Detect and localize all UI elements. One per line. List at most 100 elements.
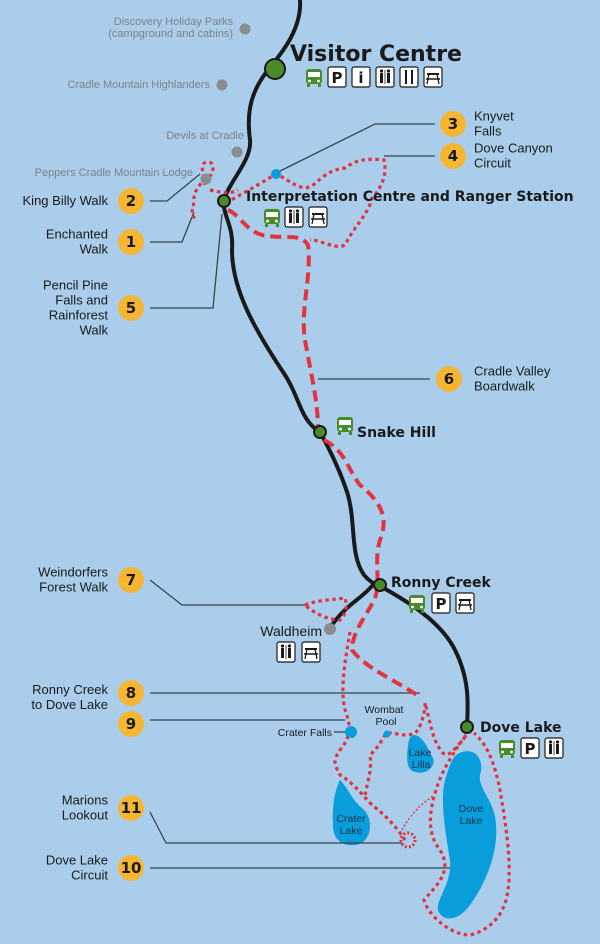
track-dove-lake-circuit	[422, 731, 511, 937]
ronny-creek-stop[interactable]	[373, 578, 387, 592]
road	[221, 0, 470, 729]
visitor-centre-label: Visitor Centre	[290, 42, 462, 67]
walk-label: Enchanted	[46, 227, 108, 242]
dove-lake-facilities: P	[499, 737, 563, 759]
wombat-pool-marker[interactable]	[383, 730, 391, 738]
walk-number-badge[interactable]	[440, 143, 466, 169]
waldheim-road	[328, 584, 374, 630]
lake-lilla-label-2: Lilla	[412, 759, 431, 771]
walk-number-badge[interactable]	[436, 366, 462, 392]
walk-label: Knyvet	[474, 109, 514, 124]
svg-text:P: P	[332, 69, 343, 87]
leader-lines	[149, 123, 450, 869]
svg-text:P: P	[525, 740, 536, 758]
dove-lake-water	[437, 751, 497, 919]
lake-lilla-label-1: Lake	[409, 747, 432, 759]
walk-number-badge[interactable]	[118, 188, 144, 214]
picnic-icon	[424, 67, 442, 87]
walk-label: Ronny Creek	[32, 682, 108, 697]
walk-label: Walk	[80, 323, 109, 338]
walk-number: 7	[126, 571, 136, 589]
walk-number: 4	[448, 147, 458, 165]
walk-label: King Billy Walk	[23, 193, 109, 208]
walk-number-badge[interactable]	[118, 711, 144, 737]
walk-number: 9	[126, 715, 136, 733]
ronny-creek-facilities: P	[409, 593, 474, 613]
walk-number-badge[interactable]	[118, 229, 144, 255]
waldheim-marker[interactable]	[324, 623, 336, 635]
walk-number-badge[interactable]	[118, 795, 144, 821]
track-crater-lake	[333, 631, 407, 841]
snake-hill-stop[interactable]	[313, 425, 327, 439]
parking-icon: P	[327, 66, 347, 88]
dove-lake-label-1: Dove	[459, 803, 484, 815]
walk-label: Boardwalk	[474, 379, 535, 394]
walk-number: 10	[121, 859, 142, 877]
waldheim-facilities	[277, 642, 320, 662]
walk-9[interactable]: 9	[118, 711, 144, 737]
parking-icon: P	[520, 737, 540, 759]
walk-label: Circuit	[474, 156, 511, 171]
walk-label: Falls	[474, 124, 502, 139]
walk-2[interactable]: 2 King Billy Walk	[23, 188, 144, 214]
interpretation-facilities	[264, 207, 327, 227]
walk-label: Pencil Pine	[43, 278, 108, 293]
walk-label: Rainforest	[49, 308, 109, 323]
walk-number: 5	[126, 299, 136, 317]
walk-number-badge[interactable]	[118, 295, 144, 321]
walk-number-badge[interactable]	[118, 680, 144, 706]
walk-label: Dove Lake	[46, 853, 108, 868]
walk-number-badge[interactable]	[118, 567, 144, 593]
walk-number-badge[interactable]	[118, 855, 144, 881]
dove-lake-stop[interactable]	[460, 720, 474, 734]
track-cradle-valley-boardwalk	[227, 208, 422, 699]
toilet-icon	[277, 642, 295, 662]
knyvet-falls-marker[interactable]	[271, 169, 281, 179]
walk-label: Cradle Valley	[474, 364, 551, 379]
discovery-label: Discovery Holiday Parks	[114, 16, 234, 28]
picnic-icon	[456, 593, 474, 613]
bus-icon	[499, 740, 515, 758]
visitor-centre-stop[interactable]	[264, 58, 286, 80]
walk-label: Marions	[62, 793, 109, 808]
track-dove-canyon-circuit	[225, 157, 387, 248]
walk-number-badge[interactable]	[440, 111, 466, 137]
picnic-icon	[309, 207, 327, 227]
dove-lake-stop-label: Dove Lake	[480, 720, 562, 736]
walk-number: 2	[126, 192, 136, 210]
discovery-sublabel: (campground and cabins)	[108, 28, 233, 40]
crater-lake-label-1: Crater	[336, 813, 366, 825]
ronny-creek-label: Ronny Creek	[391, 575, 492, 591]
food-icon	[400, 67, 418, 87]
walk-label: Falls and	[55, 293, 108, 308]
track-marions-lookout-spur	[401, 795, 434, 831]
discovery-holiday-parks-marker	[239, 23, 251, 35]
interpretation-centre-stop[interactable]	[217, 194, 231, 208]
peppers-lodge-marker	[200, 173, 212, 185]
devils-at-cradle-marker	[231, 146, 243, 158]
bus-icon	[264, 209, 280, 227]
walk-number: 3	[448, 115, 458, 133]
parking-icon: P	[431, 592, 451, 614]
peppers-label: Peppers Cradle Mountain Lodge	[35, 167, 193, 179]
crater-falls-marker[interactable]	[345, 726, 357, 738]
walk-label: to Dove Lake	[31, 697, 108, 712]
crater-falls-label: Crater Falls	[278, 727, 332, 739]
walk-label: Circuit	[71, 868, 108, 883]
highlanders-marker	[216, 79, 228, 91]
walk-label: Lookout	[62, 808, 109, 823]
snake-hill-bus-icon	[337, 417, 353, 435]
walk-number: 6	[444, 370, 454, 388]
toilet-icon	[545, 738, 563, 758]
